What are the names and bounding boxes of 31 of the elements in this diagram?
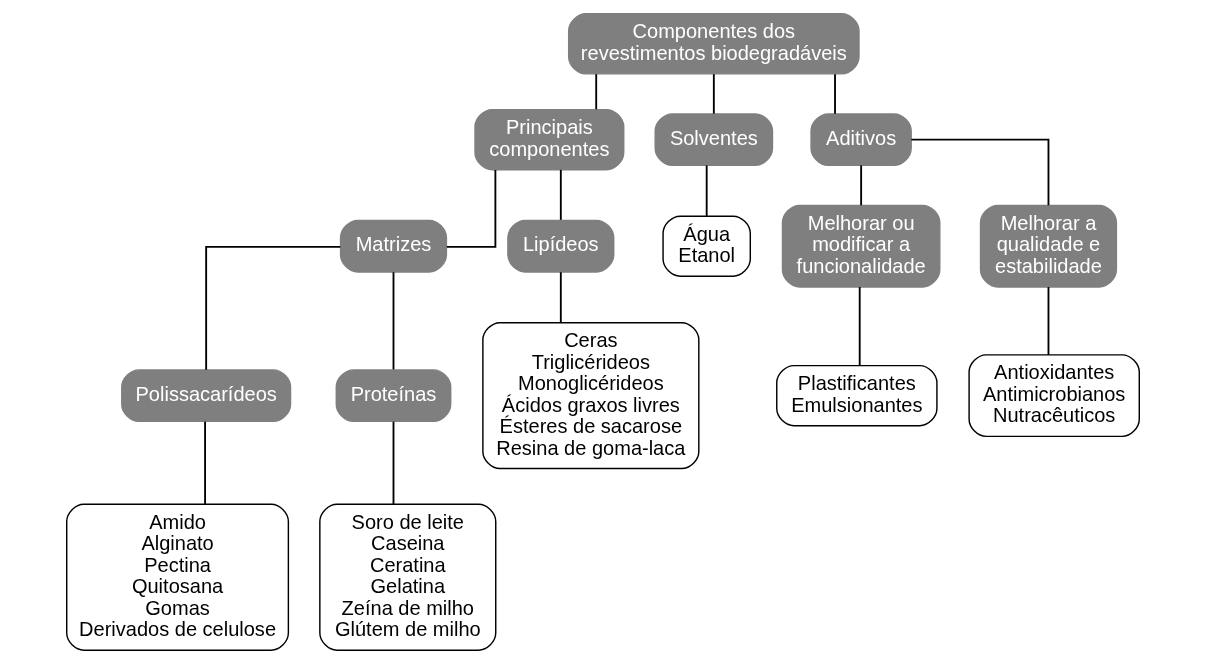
connector: [834, 73, 836, 115]
node-box: Amido Alginato Pectina Quitosana Gomas Derivados de celulose: [66, 503, 290, 651]
node-box: Plastificantes Emulsionantes: [776, 364, 938, 427]
node-box: Polissacarídeos: [121, 369, 292, 423]
node-box: Melhorar a qualidade e estabilidade: [979, 204, 1118, 288]
node-box: Lipídeos: [507, 219, 615, 273]
connector: [858, 286, 861, 367]
connector: [559, 271, 562, 324]
connector: [705, 164, 708, 218]
connector: [559, 168, 562, 221]
connector: [595, 73, 598, 111]
node-box: Antioxidantes Antimicrobianos Nutracêuticos: [968, 354, 1140, 438]
connector: [910, 138, 1050, 207]
node-box: Aditivos: [810, 113, 912, 167]
connector: [1047, 286, 1050, 356]
connector: [205, 246, 342, 371]
connector: [860, 164, 863, 207]
node-box: Principais componentes: [474, 108, 625, 171]
node-box: Matrizes: [339, 219, 448, 273]
node-box: Proteínas: [335, 369, 452, 423]
node-box: Componentes dos revestimentos biodegradáveis: [567, 13, 860, 75]
connector: [392, 271, 395, 371]
node-box: Ceras Triglicérideos Monoglicérideos Ácidos graxos livres Ésteres de sacarose Resina de goma-laca: [482, 322, 700, 470]
connector: [712, 73, 715, 115]
node-box: Melhorar ou modificar a funcionalidade: [781, 204, 941, 288]
connector: [445, 169, 497, 248]
connector: [392, 420, 395, 506]
node-box: Água Etanol: [662, 215, 751, 277]
node-box: Soro de leite Caseina Ceratina Gelatina Zeína de milho Glútem de milho: [319, 503, 497, 651]
connector: [204, 420, 206, 506]
node-box: Solventes: [654, 113, 774, 167]
